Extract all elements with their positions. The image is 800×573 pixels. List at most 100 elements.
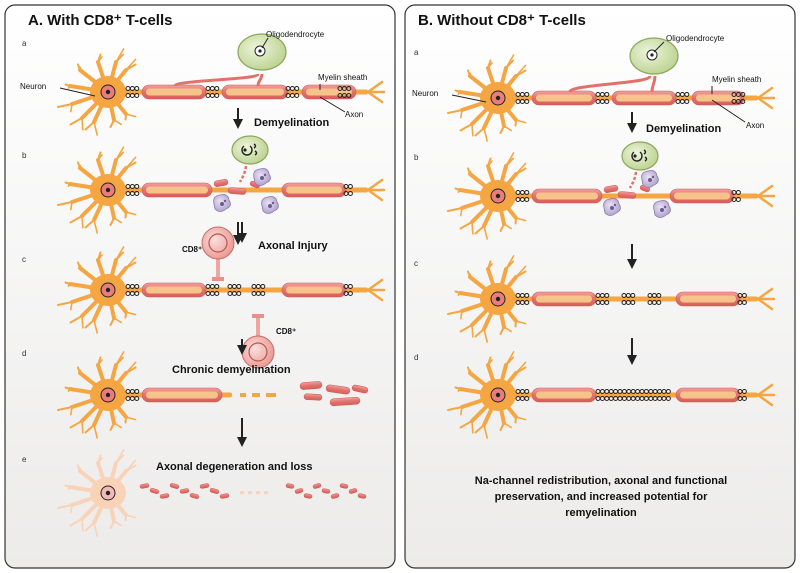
myelin-debris [325, 384, 351, 395]
channel [260, 284, 266, 289]
channel [524, 190, 530, 195]
sodium-channels [595, 389, 671, 401]
channel [656, 300, 662, 305]
dendrite-branch [97, 254, 103, 261]
sodium-channels [515, 389, 530, 401]
dendrite-branch [499, 422, 505, 431]
leader-line [261, 37, 269, 49]
dendrite-branch [499, 125, 505, 134]
dendrite-branch [125, 459, 137, 472]
axon-terminal [366, 278, 386, 302]
dendrite-branch [447, 207, 463, 212]
myelin-sheath-label: Myelin sheath [318, 73, 367, 82]
macrophage-granule [263, 173, 267, 177]
myelin-inner [616, 94, 672, 102]
axon-label: Axon [345, 110, 363, 119]
channel [604, 92, 610, 97]
dendrite-branch [125, 156, 137, 169]
panel-b-overlay [451, 37, 746, 365]
channel [214, 291, 220, 296]
dendrite-branch [514, 320, 517, 328]
channel [604, 99, 610, 104]
myelin-debris [139, 483, 150, 489]
macrophage [253, 168, 271, 186]
dendrite-branch [84, 219, 95, 229]
oligodendrocyte-process [568, 74, 652, 94]
macrophage [603, 198, 621, 216]
dendrite-branch [459, 123, 473, 132]
oligodendrocyte-label: Oligodendrocyte [266, 30, 325, 39]
myelin-inner [680, 391, 736, 399]
dendrite-branch [503, 422, 513, 429]
channel [741, 396, 747, 401]
myelin-debris [357, 493, 367, 499]
myelin-debris [339, 483, 349, 489]
myelin-debris [169, 483, 180, 489]
terminal-branch [756, 184, 774, 198]
channel [735, 197, 741, 202]
dendrite-branch [124, 416, 127, 424]
myelin-segment [691, 90, 745, 106]
oligodendrocyte-nucleolus [650, 53, 654, 57]
myelin-segment [675, 387, 741, 403]
myelin-inner [286, 186, 342, 194]
myelin-debris [285, 483, 295, 489]
dendrite-branch [97, 457, 103, 464]
nuclear-fragment [253, 143, 258, 156]
oligodendrocyte [621, 141, 659, 171]
dendrite-branch [97, 56, 103, 63]
axon-terminal [366, 178, 386, 202]
panel-b-neurons [447, 54, 776, 439]
dendrite-branch [125, 311, 137, 316]
channel [524, 197, 530, 202]
dendrite-branch [81, 315, 84, 329]
channel [347, 291, 353, 296]
panel-b: B. Without CD8⁺ T-cells a b c d Oligoden… [404, 4, 796, 569]
dendrite-branch [483, 127, 489, 142]
dendrite-branch [93, 219, 98, 234]
dendrite-branch [125, 113, 137, 118]
myelin-debris [199, 483, 210, 489]
dendrite-branch [69, 117, 83, 126]
nucleolus [495, 392, 501, 398]
dendrite-branch [57, 406, 73, 411]
axon-terminal [756, 86, 776, 110]
dendrite-branch [115, 246, 125, 261]
terminal-branch [756, 393, 774, 407]
dendrite-branch [67, 388, 71, 393]
cd8-label-bottom: CD8⁺ [276, 327, 296, 336]
dendrite-branch [499, 223, 505, 232]
dendrite-branch [115, 48, 125, 63]
dendrite-branch [115, 449, 125, 464]
channel [656, 293, 662, 298]
myelin-inner [680, 295, 736, 303]
dendrite-branch [503, 223, 513, 230]
myelin-segment [531, 291, 597, 307]
dendrite-branch [70, 406, 73, 416]
channel [346, 93, 352, 98]
dendrite-branch [515, 119, 527, 124]
dendrite-branch [84, 319, 95, 329]
dendrite-branch [109, 317, 115, 326]
sodium-channels [595, 293, 610, 305]
step-demyelination: Demyelination [254, 117, 329, 129]
channel [665, 396, 671, 401]
dendrite-branch [471, 221, 474, 235]
panel-a-overlay [59, 33, 346, 447]
myelin-inner [146, 391, 218, 399]
axon-fragment [266, 393, 276, 397]
dendrite-branch [57, 504, 73, 509]
dendrite-branch [113, 317, 122, 324]
axon-remnant [240, 491, 244, 494]
macrophage [213, 194, 231, 212]
dendrite-branch [499, 326, 505, 335]
axon-label: Axon [746, 121, 764, 130]
dendrite-branch [69, 315, 83, 324]
sodium-channels [343, 184, 353, 196]
channel [134, 93, 140, 98]
axon-terminal [756, 287, 776, 311]
dendrite-branch [457, 388, 461, 393]
channel [741, 293, 747, 298]
sodium-channels [515, 92, 530, 104]
